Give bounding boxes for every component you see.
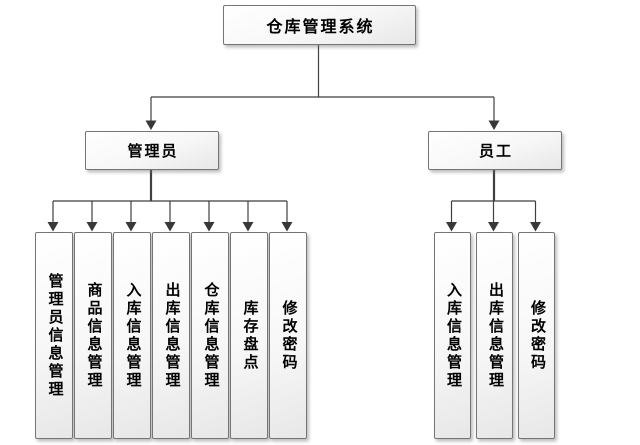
node-warehouse-info-mgmt: 仓库信息管理 bbox=[191, 232, 229, 439]
node-label: 入库信息管理 bbox=[124, 281, 141, 390]
node-staff-inbound-info-mgmt: 入库信息管理 bbox=[434, 232, 471, 439]
node-label: 出库信息管理 bbox=[163, 281, 180, 390]
arrowhead-staff-child-2 bbox=[488, 222, 499, 232]
node-label: 修改密码 bbox=[280, 299, 297, 372]
node-label: 仓库信息管理 bbox=[202, 281, 219, 390]
arrowhead-admin-child-7 bbox=[281, 222, 293, 232]
node-product-info-mgmt: 商品信息管理 bbox=[74, 232, 112, 439]
node-label: 出库信息管理 bbox=[487, 281, 503, 390]
node-warehouse-system: 仓库管理系统 bbox=[223, 5, 416, 45]
node-label: 管理员信息管理 bbox=[46, 272, 63, 399]
node-staff: 员工 bbox=[428, 131, 562, 170]
node-admin: 管理员 bbox=[85, 131, 219, 170]
arrowhead-admin-child-2 bbox=[86, 222, 98, 232]
arrowhead-admin-child-4 bbox=[164, 222, 176, 232]
node-stock-check: 库存盘点 bbox=[230, 232, 268, 439]
node-label: 商品信息管理 bbox=[85, 281, 102, 390]
arrowhead-admin-child-5 bbox=[203, 222, 215, 232]
arrowhead-staff-child-3 bbox=[530, 222, 541, 232]
node-change-password: 修改密码 bbox=[269, 232, 307, 439]
arrowhead-admin-child-3 bbox=[125, 222, 137, 232]
node-label: 修改密码 bbox=[529, 299, 545, 372]
node-admin-info-mgmt: 管理员信息管理 bbox=[35, 232, 73, 439]
arrowhead-admin bbox=[145, 120, 157, 130]
node-inbound-info-mgmt: 入库信息管理 bbox=[113, 232, 151, 439]
node-staff-change-password: 修改密码 bbox=[518, 232, 555, 439]
node-outbound-info-mgmt: 出库信息管理 bbox=[152, 232, 190, 439]
node-label: 仓库管理系统 bbox=[266, 19, 375, 36]
node-label: 库存盘点 bbox=[241, 299, 258, 372]
arrowhead-staff bbox=[488, 120, 500, 130]
node-staff-outbound-info-mgmt: 出库信息管理 bbox=[476, 232, 513, 439]
node-label: 管理员 bbox=[127, 144, 179, 160]
node-label: 入库信息管理 bbox=[445, 281, 461, 390]
arrowhead-admin-child-6 bbox=[242, 222, 254, 232]
node-label: 员工 bbox=[478, 144, 513, 160]
arrowhead-admin-child-1 bbox=[47, 222, 59, 232]
arrowhead-staff-child-1 bbox=[446, 222, 457, 232]
